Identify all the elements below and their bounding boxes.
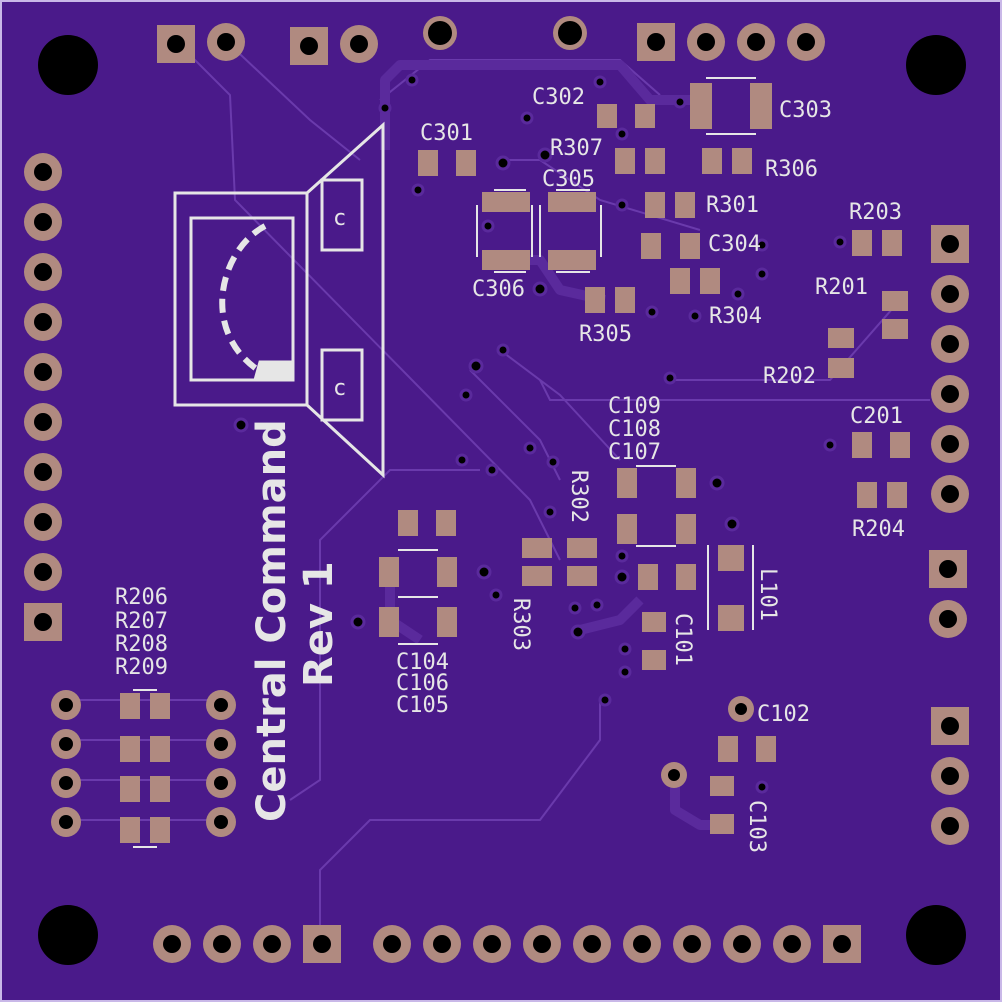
label-c106: C106: [396, 671, 449, 696]
label-c108: C108: [608, 417, 661, 442]
computer-logo-icon: c c: [173, 121, 385, 479]
label-r201: R201: [815, 275, 868, 300]
smd-pads: [120, 83, 910, 843]
label-c201: C201: [850, 404, 903, 429]
label-r206: R206: [115, 585, 168, 610]
label-c302: C302: [532, 85, 585, 110]
component-outlines: [133, 77, 756, 848]
test-points: [661, 696, 754, 788]
resistor-array-pins: [51, 690, 236, 837]
label-c304: C304: [708, 232, 761, 257]
label-c101: C101: [670, 613, 695, 666]
bottom-header-pins: [153, 925, 861, 963]
label-r307: R307: [550, 136, 603, 161]
board-title: Central Command: [249, 419, 295, 822]
label-l101: L101: [755, 568, 780, 621]
svg-text:c: c: [333, 206, 346, 231]
label-c109: C109: [608, 394, 661, 419]
label-r208: R208: [115, 632, 168, 657]
svg-text:c: c: [333, 376, 346, 401]
label-r209: R209: [115, 655, 168, 680]
top-header-pins: [157, 16, 825, 65]
mounting-holes: [38, 35, 966, 965]
label-c301: C301: [420, 121, 473, 146]
board-revision: Rev 1: [296, 561, 342, 687]
label-r301: R301: [706, 193, 759, 218]
label-c305: C305: [542, 167, 595, 192]
label-r204: R204: [852, 517, 905, 542]
label-r304: R304: [709, 304, 762, 329]
label-r306: R306: [765, 157, 818, 182]
label-r302: R302: [566, 470, 591, 523]
label-r202: R202: [763, 364, 816, 389]
label-c105: C105: [396, 693, 449, 718]
label-r305: R305: [579, 322, 632, 347]
label-c303: C303: [779, 98, 832, 123]
label-c107: C107: [608, 440, 661, 465]
label-c102: C102: [757, 702, 810, 727]
right-header-pins: [929, 225, 969, 845]
left-header-pins: [24, 153, 62, 641]
label-r303: R303: [508, 598, 533, 651]
label-c104: C104: [396, 650, 449, 675]
component-labels: C301 C302 C303 R307 R306 C305 R301 C304 …: [115, 85, 905, 853]
label-c103: C103: [744, 800, 769, 853]
label-r207: R207: [115, 609, 168, 634]
vias: [233, 73, 847, 794]
label-c306: C306: [472, 277, 525, 302]
label-r203: R203: [849, 200, 902, 225]
